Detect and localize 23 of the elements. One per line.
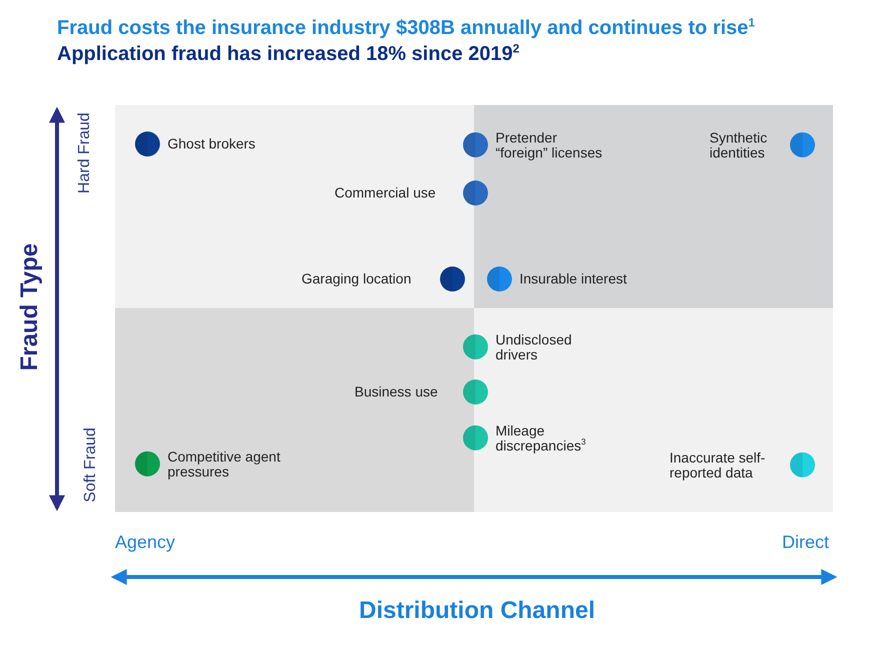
item-label: Garaging location xyxy=(302,272,412,286)
title: Fraud costs the insurance industry $308B annually and continues to rise$^{1}$ xyxy=(57,17,755,40)
axis-title: Distribution Channel xyxy=(358,597,596,625)
item-label: Insurable interest xyxy=(520,272,628,286)
item-label: Inaccurate self-reported data xyxy=(670,450,766,480)
item-label: Undisclosed drivers xyxy=(496,332,573,362)
item-label: Ghost brokers xyxy=(168,136,256,152)
axis-end-label: Hard Fraud xyxy=(76,112,94,194)
item-label: Business use xyxy=(354,384,439,400)
subtitle: Application fraud has increased 18% since 2019$^{2}$ xyxy=(57,43,520,66)
axis-end-label: Soft Fraud xyxy=(82,428,100,502)
item-label: Commercial use xyxy=(334,186,437,200)
quadrant-panel xyxy=(474,105,833,308)
axis-title: Fraud Type xyxy=(16,243,44,371)
item-label: Pretender “foreign” licenses xyxy=(496,130,604,160)
axis-end-label: Agency xyxy=(115,532,176,553)
item-label: Synthetic identities xyxy=(710,130,768,160)
quadrant-panel xyxy=(115,105,474,308)
quadrant-panel xyxy=(474,308,833,512)
item-label: Mileage discrepancies$^{3}$ xyxy=(496,423,587,453)
item-label: Competitive agent pressures xyxy=(168,449,282,479)
axis-end-label: Direct xyxy=(782,532,830,553)
quadrant-panel xyxy=(115,308,474,512)
